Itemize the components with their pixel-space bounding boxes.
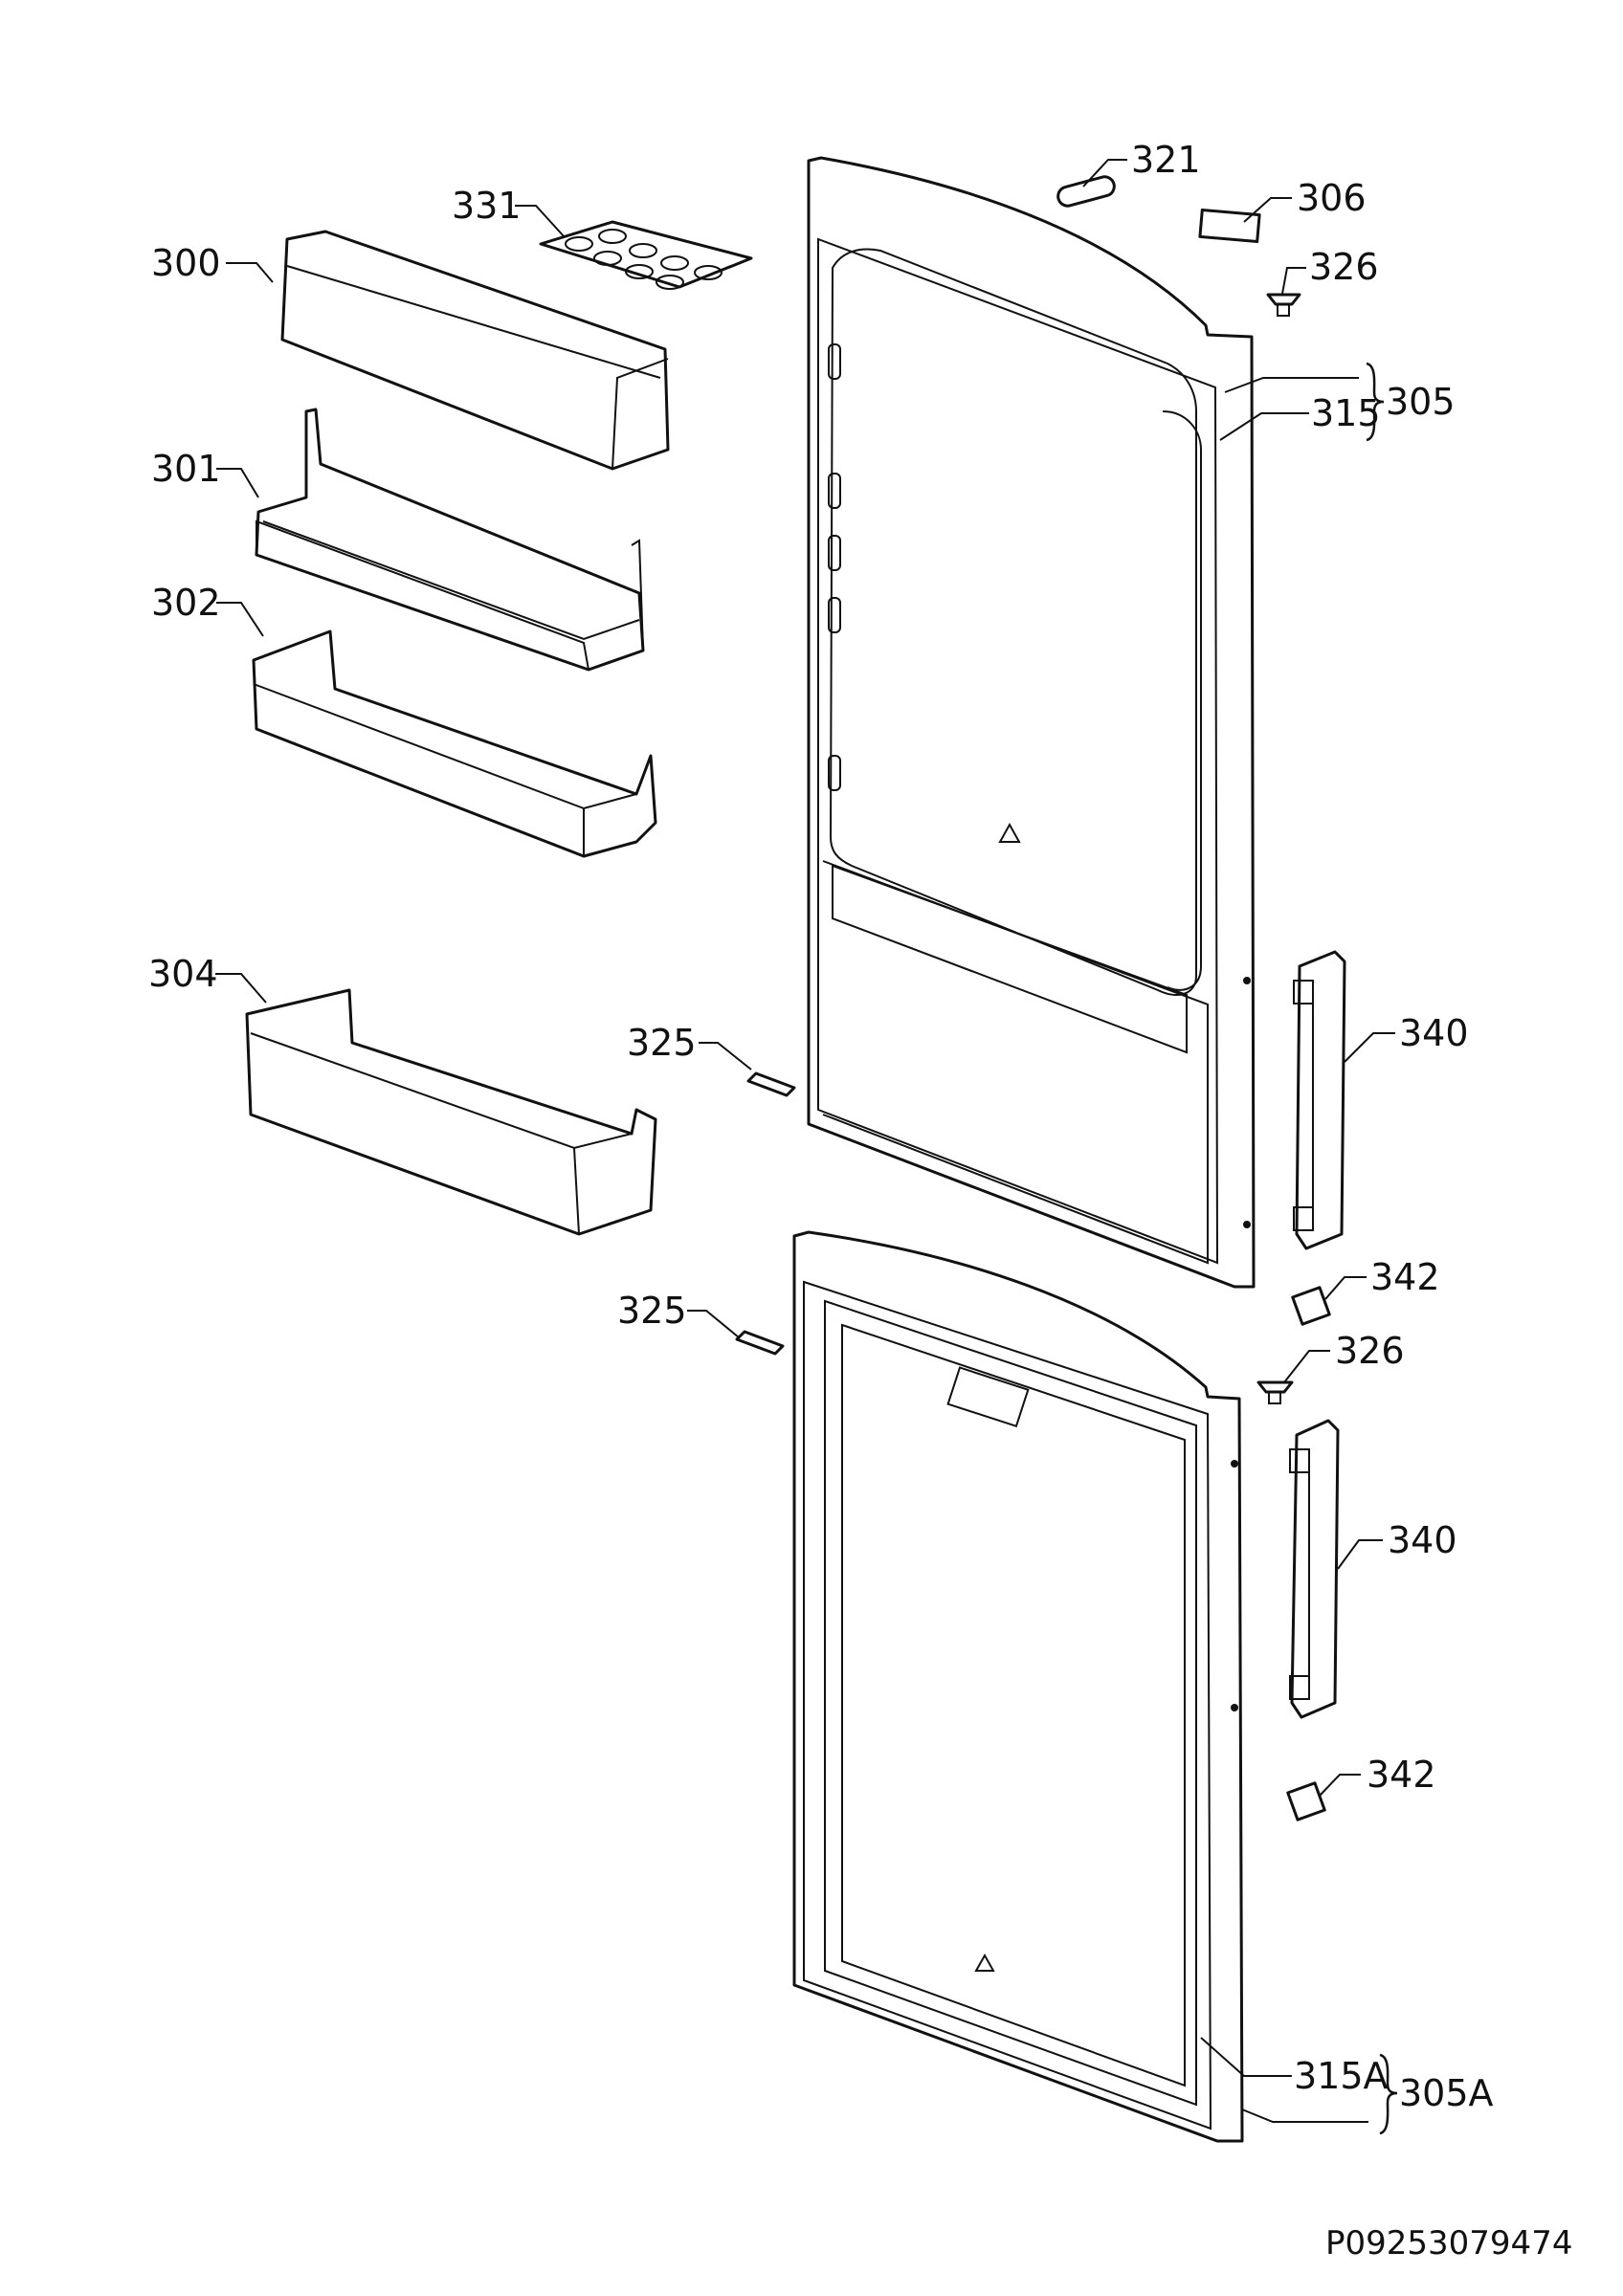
label-340-lower: 340	[1388, 1519, 1457, 1561]
label-305A: 305A	[1399, 2072, 1494, 2114]
label-325-upper: 325	[627, 1022, 697, 1064]
label-315A: 315A	[1294, 2055, 1389, 2097]
label-340-upper: 340	[1399, 1012, 1469, 1054]
label-342-lower: 342	[1367, 1754, 1436, 1796]
lower-door	[792, 1230, 1244, 2143]
dairy-compartment-cover	[280, 230, 670, 471]
door-shelf-301	[255, 408, 645, 672]
brace-305	[1366, 362, 1385, 442]
brace-305A	[1379, 2053, 1398, 2135]
label-301: 301	[151, 448, 221, 490]
label-326-lower: 326	[1335, 1330, 1405, 1372]
door-handle-lower	[1289, 1419, 1340, 1719]
label-325-lower: 325	[617, 1290, 687, 1332]
label-321: 321	[1131, 139, 1201, 181]
label-300: 300	[151, 242, 221, 284]
label-305: 305	[1386, 381, 1456, 423]
door-handle-upper	[1293, 950, 1346, 1250]
label-326-upper: 326	[1309, 246, 1379, 288]
bottle-shelf	[245, 988, 657, 1236]
label-304: 304	[148, 953, 218, 995]
door-shelf-302	[252, 629, 657, 858]
upper-door	[807, 156, 1256, 1289]
part-labels: 321 306 326 305 315 331 300 301 302 304 …	[148, 139, 1494, 2114]
label-342-upper: 342	[1370, 1256, 1440, 1298]
label-315: 315	[1311, 392, 1381, 434]
label-331: 331	[452, 185, 522, 227]
drawing-code: P09253079474	[1325, 2224, 1572, 2263]
egg-tray	[539, 220, 753, 290]
label-306: 306	[1297, 177, 1367, 219]
leader-lines	[215, 159, 1395, 2123]
label-302: 302	[151, 582, 221, 624]
